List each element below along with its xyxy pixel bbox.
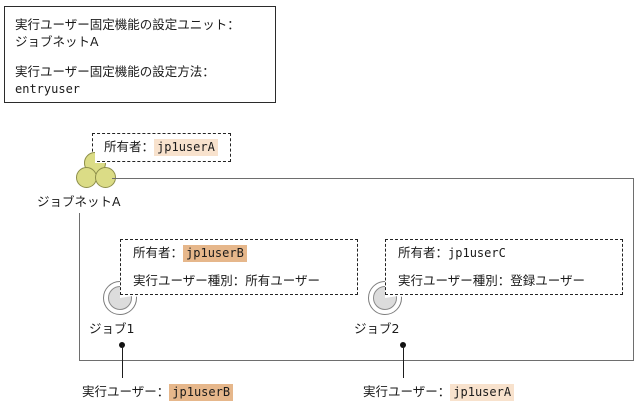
settings-info-box: 実行ユーザー固定機能の設定ユニット： ジョブネットA 実行ユーザー固定機能の設定… — [4, 6, 276, 103]
bracket-right-line — [633, 178, 634, 360]
job1-result-label: 実行ユーザー： — [82, 384, 170, 399]
job1-callout: 所有者：jp1userB 実行ユーザー種別：所有ユーザー — [120, 239, 358, 295]
job2-icon-inner-circle — [373, 286, 397, 310]
job1-exec-type: 実行ユーザー種別：所有ユーザー — [133, 273, 321, 288]
info-line-4: entryuser — [15, 82, 81, 96]
job2-icon — [368, 281, 402, 315]
jobnet-icon-circle-right — [95, 167, 116, 188]
job2-exec-type: 実行ユーザー種別：登録ユーザー — [398, 273, 586, 288]
bracket-top-line — [112, 178, 633, 179]
job1-drop-line — [122, 345, 123, 378]
bracket-bottom-line — [79, 360, 634, 361]
job2-result-row: 実行ユーザー：jp1userA — [363, 384, 515, 401]
info-line-2: ジョブネットA — [15, 34, 99, 49]
job2-drop-line — [403, 345, 404, 378]
job1-owner-value: jp1userB — [183, 245, 247, 262]
jobnet-icon — [76, 152, 124, 192]
job2-owner-row: 所有者：jp1userC — [398, 245, 506, 261]
jobnet-owner-row: 所有者：jp1userA — [104, 139, 218, 156]
jobnet-icon-circle-left — [76, 167, 97, 188]
job1-owner-row: 所有者：jp1userB — [133, 245, 247, 262]
bracket-left-line — [79, 213, 80, 361]
jobnet-owner-callout: 所有者：jp1userA — [92, 133, 231, 162]
job1-owner-label: 所有者： — [133, 245, 184, 260]
job1-result-value: jp1userB — [169, 384, 234, 401]
jobnet-owner-value: jp1userA — [154, 139, 218, 156]
jobnet-name-label: ジョブネットA — [37, 194, 121, 209]
info-line-3: 実行ユーザー固定機能の設定方法： — [15, 64, 215, 79]
job2-owner-label: 所有者： — [398, 245, 449, 260]
job2-callout: 所有者：jp1userC 実行ユーザー種別：登録ユーザー — [385, 239, 623, 295]
job1-icon-inner-circle — [108, 286, 132, 310]
jobnet-owner-label: 所有者： — [104, 139, 155, 154]
job2-icon-outer-ring — [368, 281, 402, 315]
info-line-1: 実行ユーザー固定機能の設定ユニット： — [15, 17, 240, 32]
job2-name-label: ジョブ2 — [354, 321, 400, 336]
job1-icon — [103, 281, 137, 315]
job1-result-row: 実行ユーザー：jp1userB — [82, 384, 234, 401]
job2-owner-value: jp1userC — [448, 246, 506, 260]
job2-result-value: jp1userA — [450, 384, 515, 401]
job1-name-label: ジョブ1 — [89, 321, 135, 336]
job2-result-label: 実行ユーザー： — [363, 384, 451, 399]
job1-icon-outer-ring — [103, 281, 137, 315]
